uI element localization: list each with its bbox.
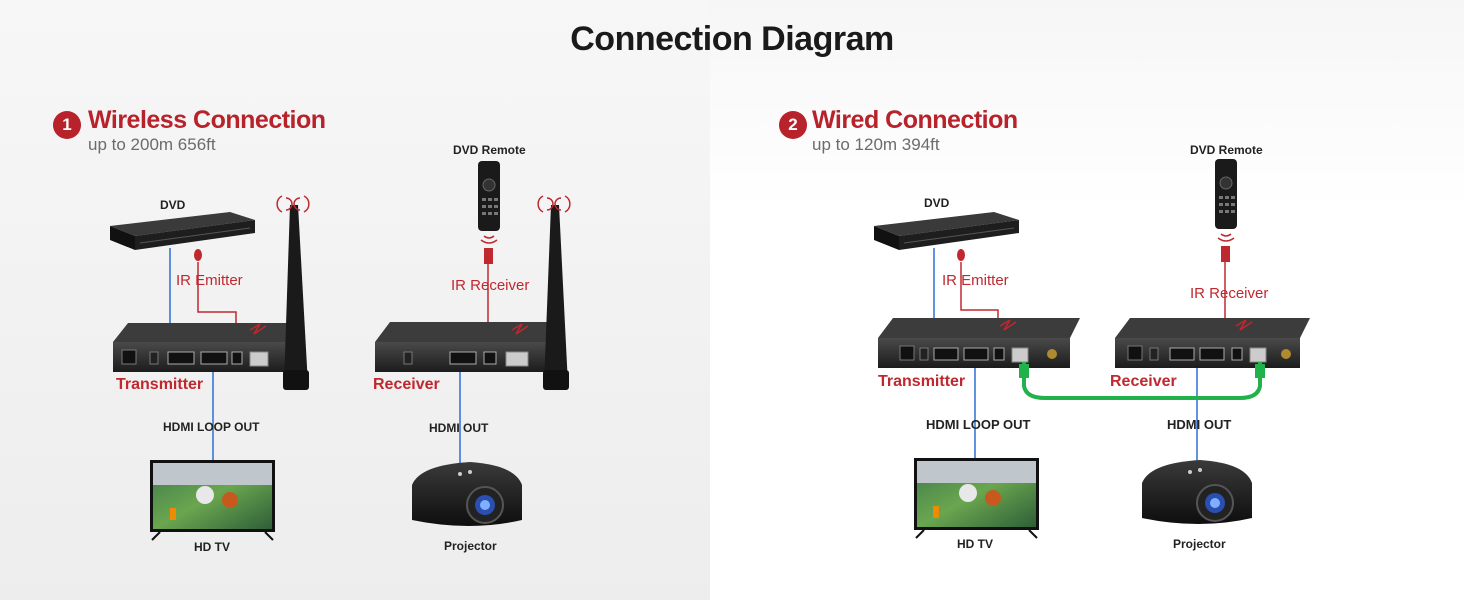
dvd-player-icon (874, 212, 1019, 250)
hdmi-out-label: HDMI OUT (1167, 417, 1232, 432)
remote-signal-icon (1217, 233, 1235, 242)
ir-emitter-label: IR Emitter (942, 272, 1009, 289)
dvd-remote-icon (478, 161, 500, 231)
wireless-section-title: Wireless Connection (88, 106, 326, 134)
hd-tv-icon (914, 458, 1039, 539)
hdmi-loop-out-label: HDMI LOOP OUT (163, 420, 260, 434)
wireless-section-subtitle: up to 200m 656ft (88, 135, 216, 154)
antenna-icon (543, 205, 569, 390)
section-number-badge: 1 (53, 111, 81, 139)
dvd-label: DVD (160, 198, 186, 212)
dvd-label: DVD (924, 196, 950, 210)
ir-receiver-label: IR Receiver (1190, 285, 1269, 302)
projector-icon (412, 462, 522, 526)
wired-section-subtitle: up to 120m 394ft (812, 135, 940, 154)
remote-signal-icon (480, 235, 498, 244)
lan-cable (1022, 362, 1262, 400)
dvd-player-icon (110, 212, 255, 250)
wired-section-title: Wired Connection (812, 106, 1018, 134)
ir-receiver-icon (484, 248, 493, 264)
hd-tv-label: HD TV (194, 540, 230, 554)
wireless-panel (0, 0, 710, 600)
projector-label: Projector (444, 539, 497, 553)
wireless-signal-icon (537, 195, 571, 213)
hdmi-out-label: HDMI OUT (429, 421, 489, 435)
receiver-label: Receiver (1110, 373, 1177, 390)
ir-emitter-label: IR Emitter (176, 272, 243, 289)
dvd-remote-label: DVD Remote (453, 143, 526, 157)
receiver-box-icon (375, 322, 562, 372)
transmitter-label: Transmitter (878, 373, 966, 390)
wired-panel (710, 0, 1464, 600)
hdmi-loop-out-label: HDMI LOOP OUT (926, 417, 1031, 432)
transmitter-box-icon (113, 323, 300, 372)
hd-tv-label: HD TV (957, 537, 993, 551)
projector-label: Projector (1173, 537, 1226, 551)
lan-connector-icon (1255, 364, 1265, 378)
dvd-remote-icon (1215, 159, 1237, 229)
page-title: Connection Diagram (570, 20, 894, 58)
ir-receiver-label: IR Receiver (451, 277, 530, 294)
projector-icon (1142, 460, 1252, 524)
ir-emitter-icon (957, 249, 965, 261)
lan-connector-icon (1019, 364, 1029, 378)
antenna-icon (283, 205, 309, 390)
receiver-box-icon (1115, 318, 1310, 368)
transmitter-label: Transmitter (116, 376, 204, 393)
hd-tv-icon (150, 460, 275, 541)
ir-receiver-icon (1221, 246, 1230, 262)
ir-emitter-icon (194, 249, 202, 261)
dvd-remote-label: DVD Remote (1190, 143, 1263, 157)
transmitter-box-icon (878, 318, 1080, 368)
section-number-badge: 2 (779, 111, 807, 139)
wireless-signal-icon (276, 195, 310, 213)
receiver-label: Receiver (373, 376, 440, 393)
